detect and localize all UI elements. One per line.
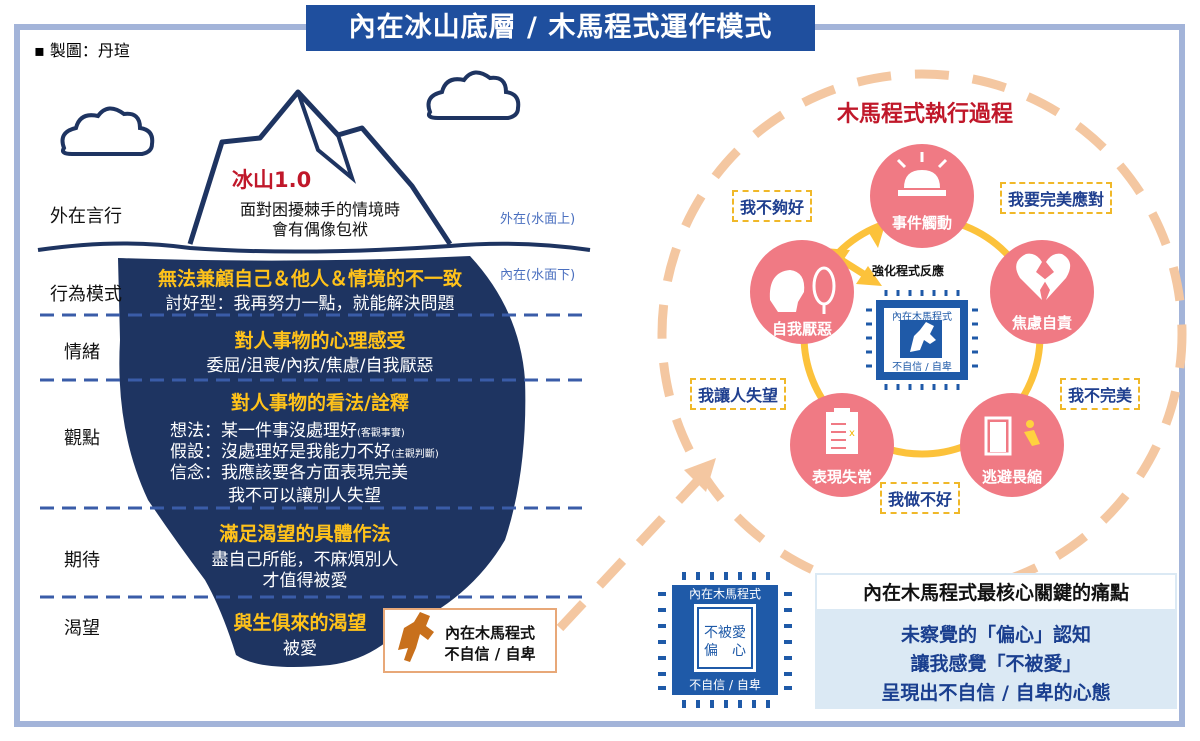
tip-line-1: 面對困擾棘手的情境時	[239, 200, 400, 219]
tag-not-perfect: 我不完美	[1060, 378, 1141, 410]
node-label-perform: 表現失常	[811, 468, 872, 486]
siren-icon	[896, 152, 948, 196]
checklist-icon: x	[826, 408, 858, 454]
chip-large-center-1: 不被愛	[704, 625, 746, 641]
chip-large-center-2: 偏 心	[704, 643, 746, 659]
key-line-2: 讓我感覺「不被愛」	[910, 653, 1082, 675]
expect-head: 滿足渴望的具體作法	[219, 523, 391, 545]
reinforce-label: 強化程式反應	[872, 264, 945, 278]
cloud-icon	[426, 70, 521, 120]
chip-small-icon	[866, 290, 978, 390]
key-line-1: 未察覺的「偏心」認知	[900, 624, 1091, 646]
node-label-event: 事件觸動	[891, 214, 952, 232]
waterline	[37, 241, 591, 254]
node-label-avoid: 逃避畏縮	[981, 468, 1042, 486]
tag-not-good-enough: 我不夠好	[732, 190, 813, 222]
iceberg-tip	[187, 89, 453, 246]
view-line-4: 我不可以讓別人失望	[228, 486, 381, 506]
main-title: 內在冰山底層 / 木馬程式運作模式	[306, 5, 815, 51]
behavior-line: 討好型：我再努力一點，就能解決問題	[165, 294, 455, 314]
horse-icon	[398, 612, 434, 662]
node-label-anxiety: 焦慮自責	[1011, 314, 1072, 332]
node-label-self-loathing: 自我厭惡	[771, 320, 832, 338]
view-head: 對人事物的看法/詮釋	[231, 392, 409, 414]
pegasus-icon	[910, 322, 936, 352]
label-expectation: 期待	[64, 550, 100, 571]
horse-box-line-2: 不自信 / 自卑	[444, 645, 536, 663]
label-emotion: 情緒	[64, 342, 100, 363]
view-line-1: 想法：某一件事沒處理好(客觀事實)	[170, 421, 405, 441]
process-title: 木馬程式執行過程	[836, 102, 1013, 127]
label-desire: 渴望	[64, 618, 100, 639]
level-below: 內在(水面下)	[500, 268, 576, 283]
arrow-head-icon	[684, 458, 716, 492]
view-line-2: 假設：沒處理好是我能力不好(主觀判斷)	[170, 442, 439, 462]
chip-large-top: 內在木馬程式	[688, 587, 761, 601]
key-line-3: 呈現出不自信 / 自卑的心態	[881, 682, 1111, 704]
key-head: 內在木馬程式最核心關鍵的痛點	[815, 573, 1177, 611]
iceberg-body	[118, 256, 526, 668]
mirror-face-icon	[769, 266, 836, 314]
chip-small-top: 內在木馬程式	[892, 312, 952, 323]
expect-line-1: 盡自己所能，不麻煩別人	[211, 550, 399, 570]
horse-box-line-1: 內在木馬程式	[444, 624, 535, 642]
label-outer-behavior: 外在言行	[50, 206, 122, 227]
desire-line: 被愛	[283, 639, 317, 659]
iceberg-crevice	[296, 91, 357, 184]
credit: ▪ 製圖：丹瑄	[34, 41, 130, 60]
tip-title: 冰山1.0	[232, 168, 312, 192]
exit-run-icon	[984, 416, 1040, 456]
tag-cannot-do: 我做不好	[880, 482, 961, 514]
tip-line-2: 會有偶像包袱	[271, 220, 368, 239]
view-line-3: 信念：我應該要各方面表現完美	[170, 463, 408, 483]
desire-head: 與生俱來的渴望	[233, 612, 367, 634]
label-behavior-pattern: 行為模式	[50, 284, 122, 305]
svg-text:x: x	[849, 428, 855, 439]
emotion-head: 對人事物的心理感受	[234, 330, 406, 352]
cloud-icon	[60, 106, 155, 156]
broken-heart-icon	[1016, 253, 1071, 300]
expect-line-2: 才值得被愛	[262, 571, 348, 591]
level-above: 外在(水面上)	[500, 212, 576, 227]
chip-large-icon	[658, 572, 792, 708]
behavior-head: 無法兼顧自己＆他人＆情境的不一致	[157, 268, 462, 290]
chip-large-bottom: 不自信 / 自卑	[689, 678, 761, 692]
emotion-line: 委屈/沮喪/內疚/焦慮/自我厭惡	[206, 356, 434, 376]
label-view: 觀點	[64, 428, 100, 449]
tag-disappoint: 我讓人失望	[690, 378, 787, 410]
chip-small-bottom: 不自信 / 自卑	[892, 362, 952, 373]
tag-perfect-response: 我要完美應對	[1000, 182, 1113, 214]
